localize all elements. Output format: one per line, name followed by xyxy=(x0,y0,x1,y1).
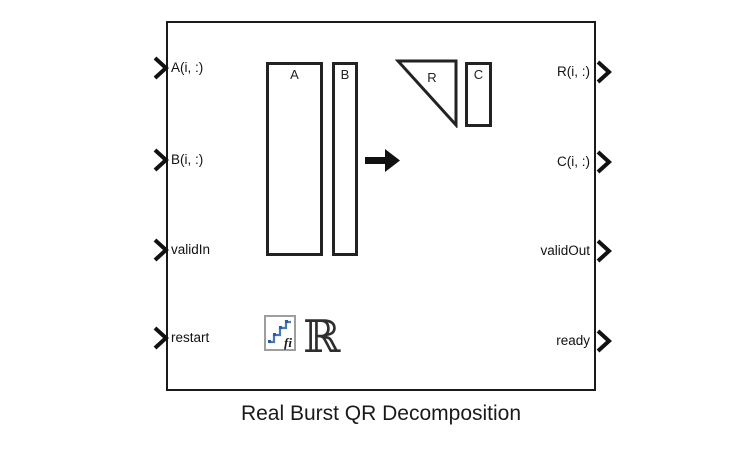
matrix-a-label: A xyxy=(290,67,299,82)
fi-staircase-icon xyxy=(268,320,291,344)
output-port-label-ready: ready xyxy=(556,333,590,348)
input-port-label-restart: restart xyxy=(171,330,210,345)
block-caption[interactable]: Real Burst QR Decomposition xyxy=(240,402,522,425)
matrix-b-shape xyxy=(332,62,358,256)
input-port-label-a: A(i, :) xyxy=(171,60,204,75)
fixed-point-fi-badge: fi xyxy=(264,315,296,351)
input-port-arrow-validin-icon[interactable] xyxy=(153,237,169,263)
output-port-label-c: C(i, :) xyxy=(557,154,590,169)
matrix-b-label: B xyxy=(340,67,350,82)
matrix-a-shape xyxy=(266,62,323,256)
output-port-label-validout: validOut xyxy=(540,243,590,258)
output-port-arrow-ready-icon[interactable] xyxy=(596,328,612,354)
input-port-arrow-a-icon[interactable] xyxy=(153,55,169,81)
fi-badge-label: fi xyxy=(284,335,292,350)
output-port-arrow-r-icon[interactable] xyxy=(596,59,612,85)
output-port-label-r: R(i, :) xyxy=(557,64,590,79)
real-numbers-symbol: ℝ xyxy=(303,310,341,363)
output-port-arrow-c-icon[interactable] xyxy=(596,149,612,175)
transform-arrow-icon xyxy=(365,149,400,172)
matrix-r-label: R xyxy=(427,70,437,85)
matrix-c-label: C xyxy=(473,67,484,82)
input-port-arrow-restart-icon[interactable] xyxy=(153,325,169,351)
input-port-label-validin: validIn xyxy=(171,242,211,257)
qr-decomposition-block[interactable] xyxy=(166,21,596,391)
input-port-label-b: B(i, :) xyxy=(171,152,204,167)
matrix-c-shape xyxy=(465,62,492,127)
matrix-r-shape xyxy=(395,59,458,128)
output-port-arrow-validout-icon[interactable] xyxy=(596,238,612,264)
input-port-arrow-b-icon[interactable] xyxy=(153,147,169,173)
